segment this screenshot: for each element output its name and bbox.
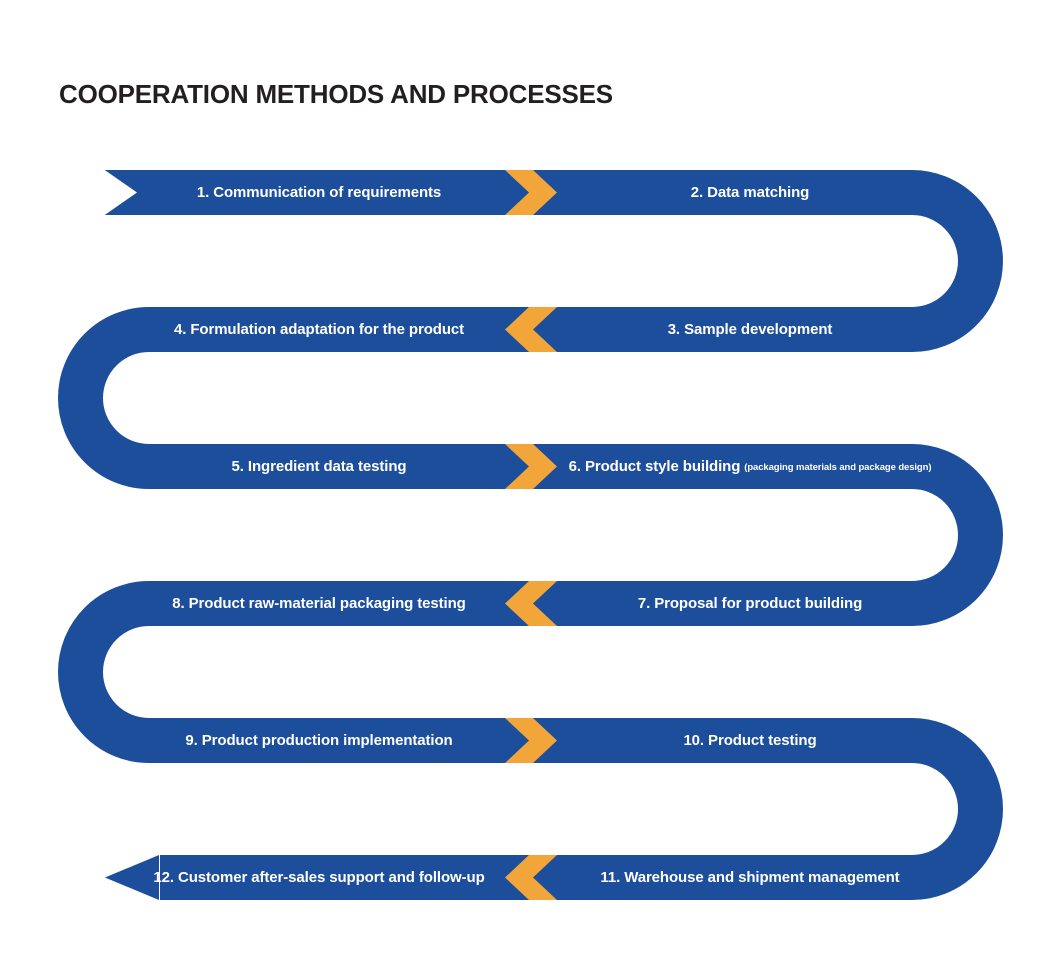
process-row-2: 4. Formulation adaptation for the produc… (0, 307, 1060, 352)
step-9-label: 9. Product production implementation (185, 732, 453, 749)
process-row-3: 5. Ingredient data testing 6. Product st… (0, 444, 1060, 489)
step-3-label: 3. Sample development (667, 321, 833, 338)
step-6-main: 6. Product style building (568, 458, 741, 475)
step-1-label: 1. Communication of requirements (196, 184, 442, 201)
step-8-label: 8. Product raw-material packaging testin… (172, 595, 466, 612)
step-7-label: 7. Proposal for product building (637, 595, 863, 612)
process-row-1: 1. Communication of requirements 2. Data… (0, 170, 1060, 215)
chevron-right-icon (505, 444, 557, 489)
step-6-note: (packaging materials and package design) (744, 462, 932, 473)
chevron-right-icon (505, 170, 557, 215)
step-6-label: 6. Product style building (packaging mat… (545, 444, 955, 489)
chevron-left-icon (505, 307, 557, 352)
chevron-left-icon (505, 855, 557, 900)
process-row-5: 9. Product production implementation 10.… (0, 718, 1060, 763)
step-5-label: 5. Ingredient data testing (231, 458, 407, 475)
chevron-left-icon (505, 581, 557, 626)
step-12-label: 12. Customer after-sales support and fol… (153, 869, 485, 886)
step-11-label: 11. Warehouse and shipment management (600, 869, 900, 886)
page-title: COOPERATION METHODS AND PROCESSES (59, 79, 613, 110)
process-row-6: 12. Customer after-sales support and fol… (0, 855, 1060, 900)
ribbon-path (58, 170, 1003, 900)
ribbon-end-arrowhead (105, 855, 159, 900)
step-2-label: 2. Data matching (690, 184, 810, 201)
process-row-4: 8. Product raw-material packaging testin… (0, 581, 1060, 626)
step-10-label: 10. Product testing (683, 732, 817, 749)
ribbon-start-notch (104, 169, 137, 216)
chevron-right-icon (505, 718, 557, 763)
step-4-label: 4. Formulation adaptation for the produc… (173, 321, 465, 338)
